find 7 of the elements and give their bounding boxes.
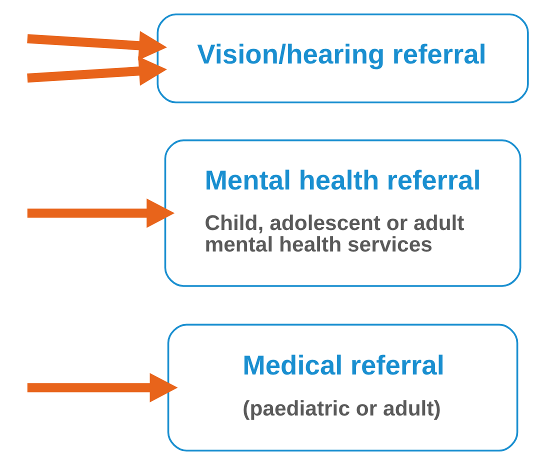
arrow: [26, 372, 178, 402]
node-box: Vision/hearing referral: [156, 13, 528, 104]
node-box: Medical referral (paediatric or adult): [166, 324, 518, 452]
arrow: [26, 56, 166, 86]
node-box: Mental health referral Child, adolescent or adult mental health services: [164, 139, 521, 287]
arrow: [26, 198, 174, 228]
arrow: [26, 31, 166, 60]
